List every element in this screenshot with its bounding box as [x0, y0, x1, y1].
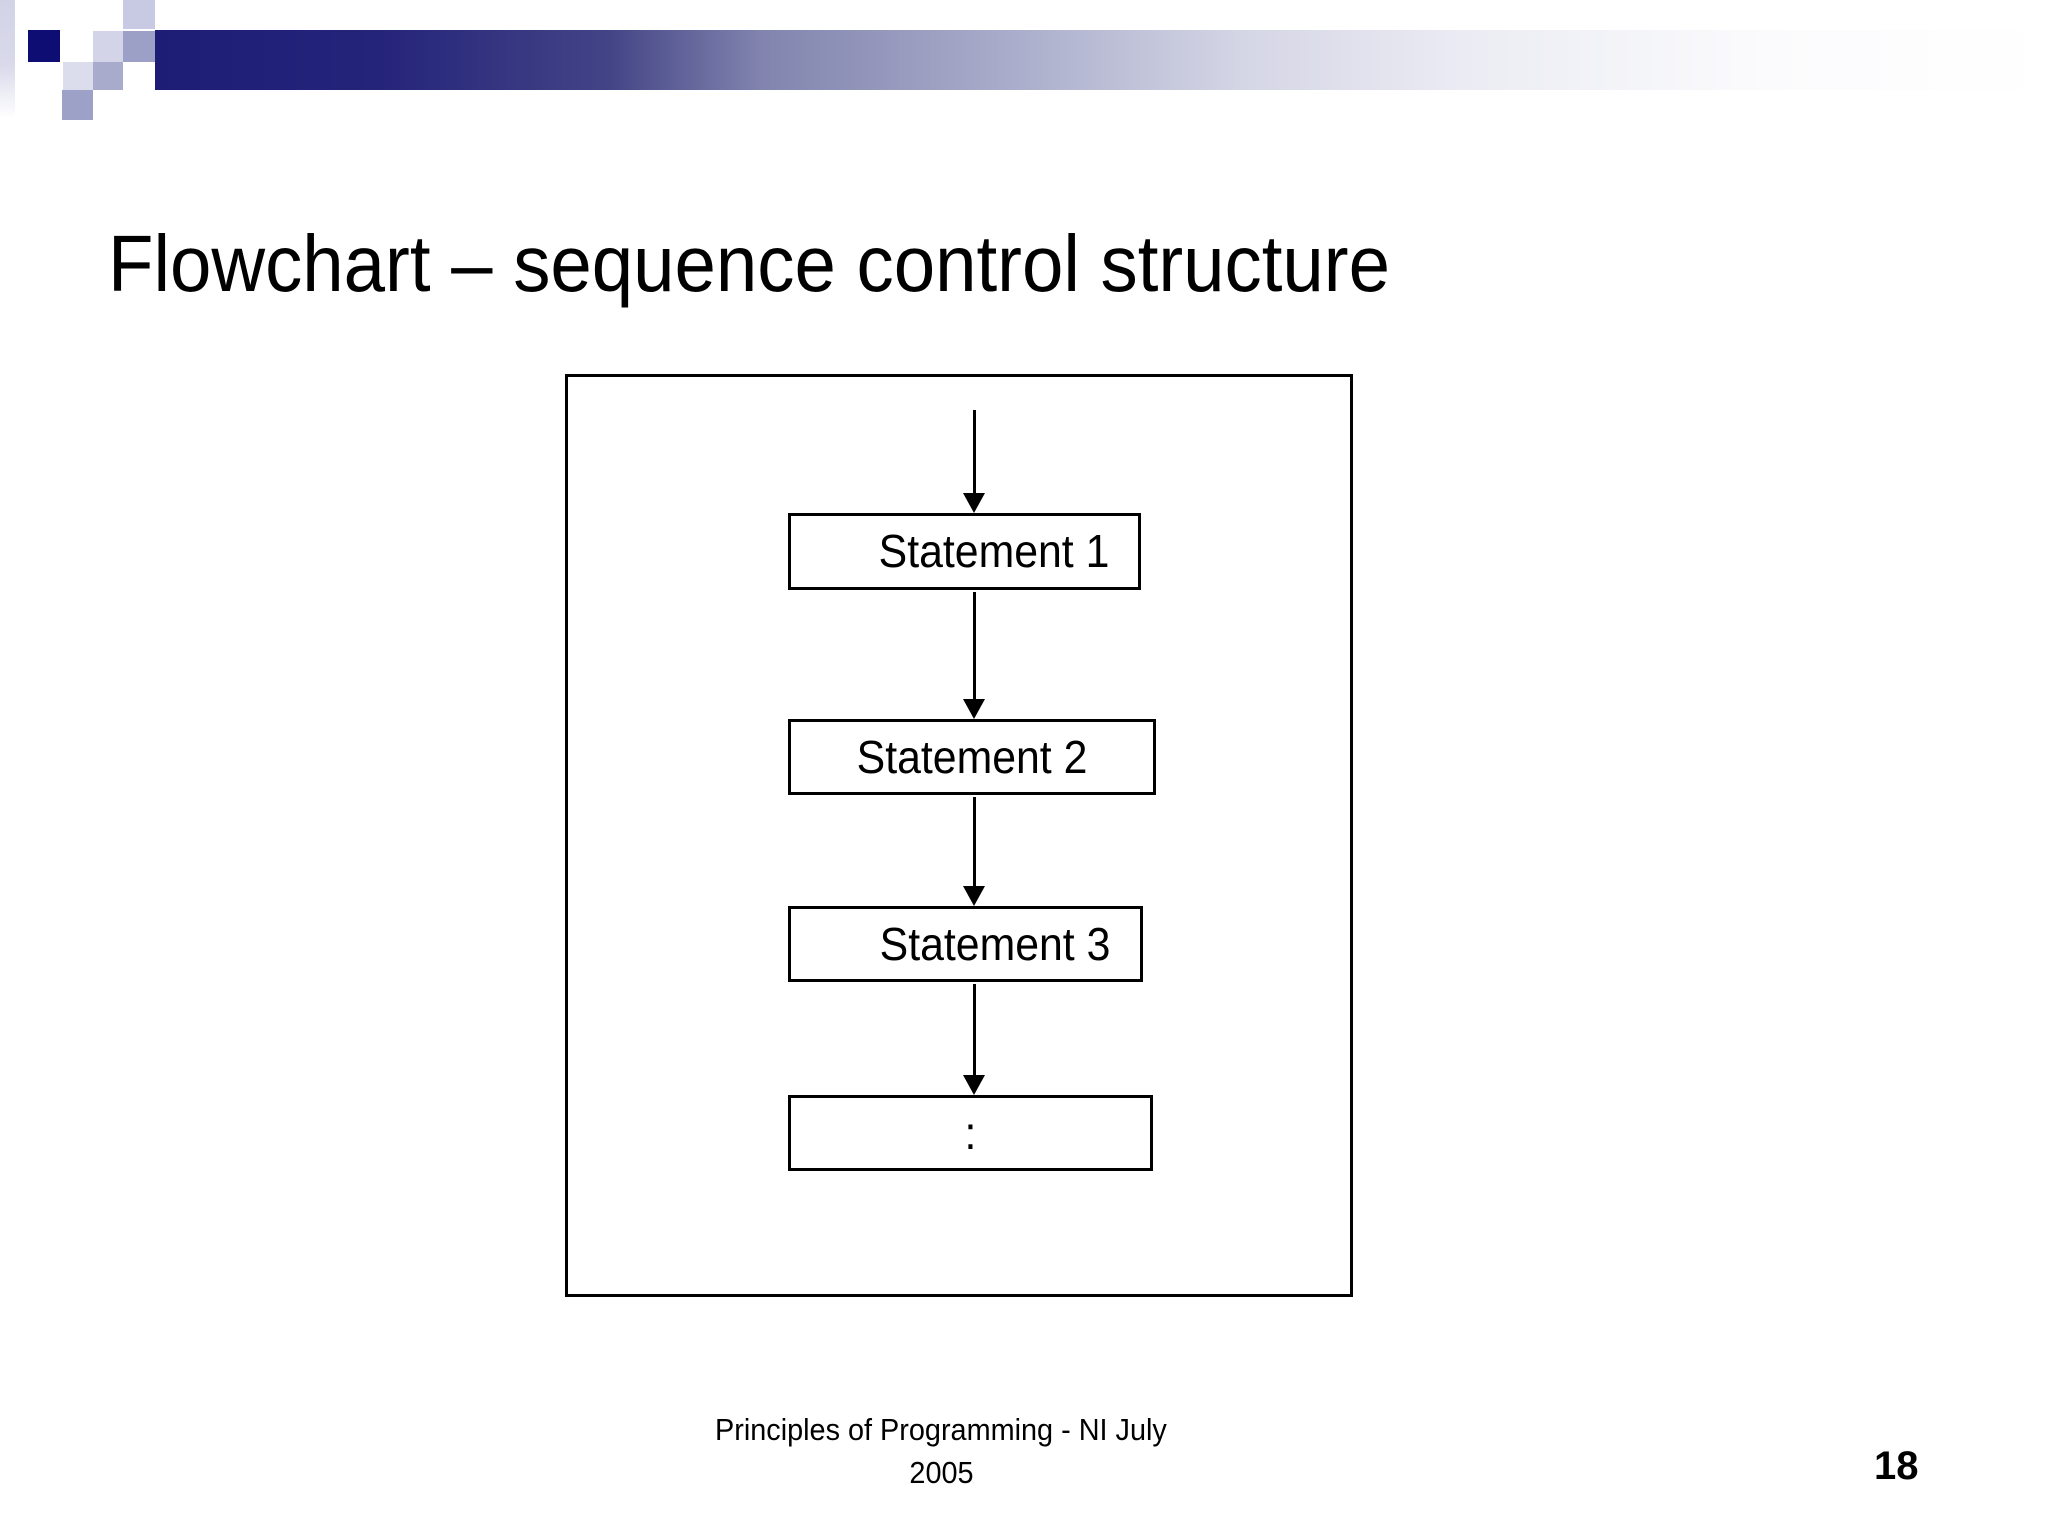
footer-line-2: 2005	[908, 1455, 974, 1490]
page-number: 18	[1874, 1444, 1919, 1488]
deco-square-medium-2	[93, 62, 123, 90]
deco-square-light-2	[63, 62, 93, 90]
flow-box-label: Statement 3	[880, 918, 1111, 970]
flow-box-label: :	[964, 1107, 977, 1159]
deco-square-medium-3	[62, 90, 93, 120]
flow-box-statement-1: Statement 1	[788, 513, 1141, 590]
arrow-shaft	[972, 984, 976, 1077]
deco-header-gradient-bar	[155, 30, 2048, 90]
flow-box-label: Statement 2	[856, 731, 1088, 783]
deco-left-strip	[0, 0, 15, 118]
flow-arrow-down-3	[963, 797, 985, 906]
arrow-head-icon	[963, 886, 985, 906]
flow-box-statement-2: Statement 2	[788, 719, 1156, 795]
slide-title-text: Flowchart – sequence control structure	[108, 219, 1390, 308]
flow-arrow-down-2	[963, 592, 985, 719]
arrow-head-icon	[963, 699, 985, 719]
arrow-shaft	[972, 410, 976, 495]
flow-box-statement-3: Statement 3	[788, 906, 1143, 982]
deco-square-lavender-top	[123, 0, 155, 29]
deco-square-navy	[28, 30, 60, 62]
flow-box-ellipsis: :	[788, 1095, 1153, 1171]
deco-square-light-1	[93, 31, 123, 62]
slide-footer: Principles of Programming - NI July 2005	[641, 1408, 1241, 1494]
arrow-shaft	[972, 797, 976, 888]
arrow-head-icon	[963, 493, 985, 513]
arrow-head-icon	[963, 1075, 985, 1095]
flow-arrow-down-4	[963, 984, 985, 1095]
slide-title: Flowchart – sequence control structure	[108, 218, 1486, 310]
flow-box-label: Statement 1	[879, 525, 1110, 577]
deco-square-medium-1	[123, 31, 155, 62]
flow-arrow-down-1	[963, 410, 985, 513]
arrow-shaft	[972, 592, 976, 701]
footer-line-1: Principles of Programming - NI July	[715, 1412, 1167, 1447]
flowchart-outer-rectangle: Statement 1 Statement 2 Statement 3 :	[565, 374, 1353, 1297]
